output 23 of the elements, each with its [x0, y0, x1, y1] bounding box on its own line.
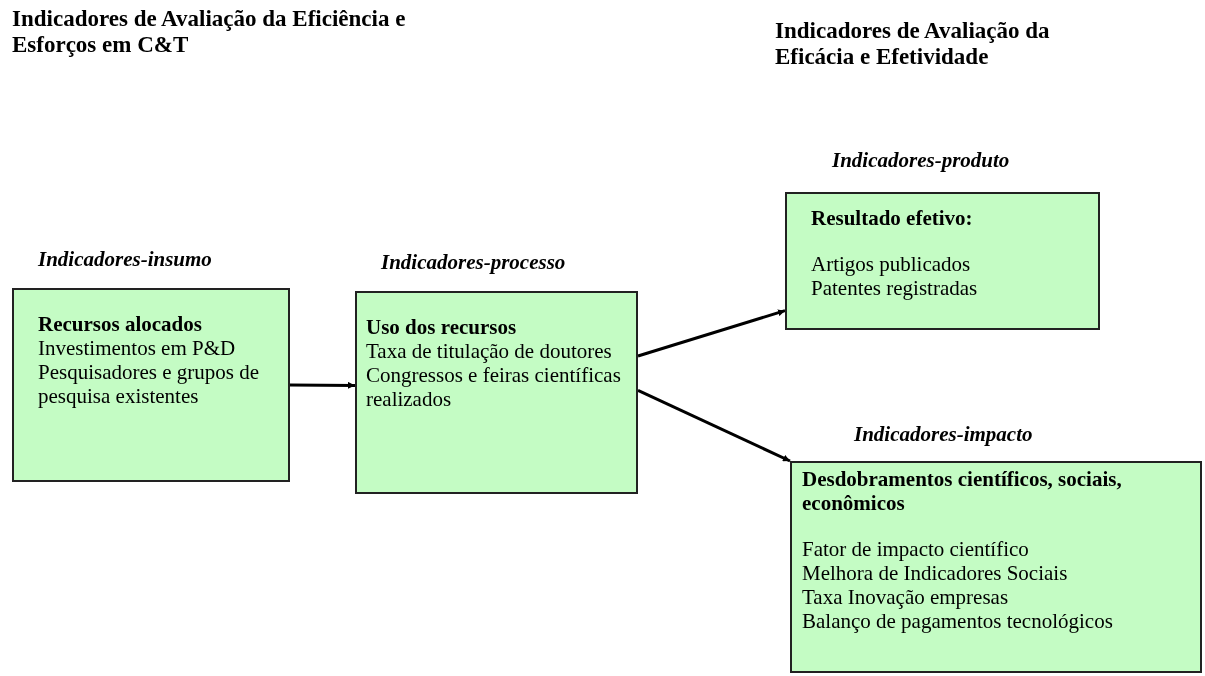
indicator-text: Pesquisadores e grupos de pesquisa existentes	[38, 360, 261, 408]
category-heading: Indicadores-insumo	[38, 247, 212, 271]
indicator-text: Taxa de titulação de doutores	[366, 339, 613, 363]
box-heading: Recursos alocados	[38, 312, 203, 336]
arrow	[637, 309, 786, 358]
box-heading: Resultado efetivo:	[811, 206, 974, 230]
indicator-text: Investimentos em P&D	[38, 336, 237, 360]
indicator-text: Melhora de Indicadores Sociais	[802, 561, 1069, 585]
indicator-text: Congressos e feiras científicas realizados	[366, 363, 622, 411]
arrow	[290, 381, 355, 389]
section-heading: Indicadores de Avaliação da Eficiência e Esforços em C&T	[12, 6, 407, 58]
indicator-text: Balanço de pagamentos tecnológicos	[802, 609, 1114, 633]
category-heading: Indicadores-impacto	[854, 422, 1033, 446]
box-heading: Desdobramentos científicos, sociais, econômicos	[802, 467, 1123, 515]
category-heading: Indicadores-produto	[832, 148, 1010, 172]
indicator-text: Artigos publicados	[811, 252, 972, 276]
category-heading: Indicadores-processo	[381, 250, 566, 274]
box-heading: Uso dos recursos	[366, 315, 518, 339]
indicator-text: Fator de impacto científico	[802, 537, 1030, 561]
arrow	[637, 389, 791, 463]
section-heading: Indicadores de Avaliação da Eficácia e Efetividade	[775, 18, 1051, 70]
indicator-text: Taxa Inovação empresas	[802, 585, 1010, 609]
indicator-text: Patentes registradas	[811, 276, 979, 300]
